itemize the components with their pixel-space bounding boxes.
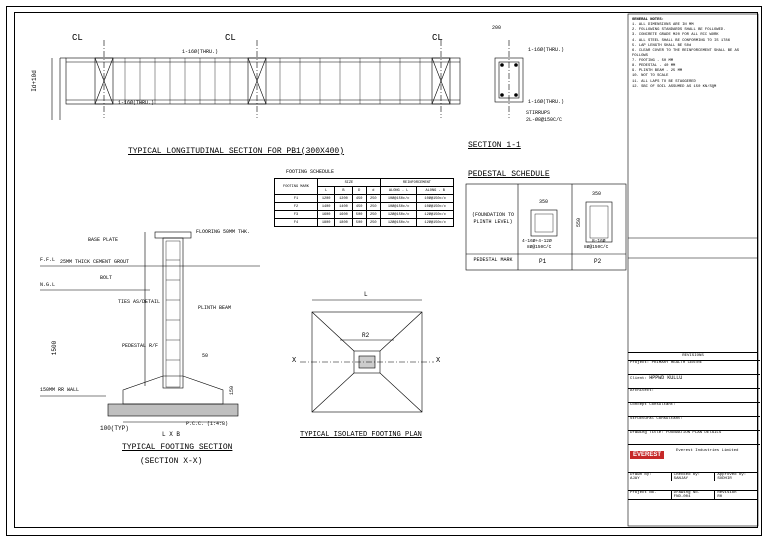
bar-label: 1-16Ø(THRU.) xyxy=(528,47,565,53)
concept-field: Concept Consultant: xyxy=(628,402,760,407)
section-title: SECTION 1-1 xyxy=(468,141,521,150)
fs-header: L xyxy=(316,186,336,195)
note-item: 3. CONCRETE GRADE M20 FOR ALL RCC WORK xyxy=(632,33,719,38)
footing-section-title: TYPICAL FOOTING SECTION xyxy=(122,443,233,452)
note-item: 6. CLEAR COVER TO THE REINFORCEMENT SHAL… xyxy=(632,48,740,58)
structural-field: Structural Consultant: xyxy=(628,416,760,421)
rubble-wall-label: 150MM RR WALL xyxy=(40,387,80,393)
p2-size: 350 xyxy=(592,191,602,197)
section-mark-x: X xyxy=(436,357,441,365)
bar-label: 1-16Ø(THRU.) xyxy=(528,99,565,105)
lxb-label: L X B xyxy=(162,431,181,438)
note-item: 10. NOT TO SCALE xyxy=(632,74,669,79)
long-section-title: TYPICAL LONGITUDINAL SECTION FOR PB1(300… xyxy=(128,147,345,156)
flooring-label: FLOORING 50MM THK. xyxy=(196,229,251,235)
bar-label: 1-16Ø(THRU.) xyxy=(182,49,219,55)
p1-size: 350 xyxy=(539,199,549,205)
plan-dim-r2: R2 xyxy=(362,332,370,339)
ngl-label: N.G.L xyxy=(40,282,56,288)
fs-header: B xyxy=(334,186,353,195)
note-item: 12. SBC OF SOIL ASSUMED AS 150 KN/SQM xyxy=(632,84,717,89)
base-plate-label: BASE PLATE xyxy=(88,237,119,243)
footing-section-subtitle: (SECTION X-X) xyxy=(140,457,203,466)
fs-header: REINFORCEMENT xyxy=(379,178,455,187)
grout-label: 25MM THICK CEMENT GROUT xyxy=(60,259,130,265)
p2-height: 550 xyxy=(576,217,583,228)
stirrups-label: STIRRUPS xyxy=(526,110,551,116)
bolt-label: BOLT xyxy=(100,275,113,281)
plinth-label: PLINTH BEAM xyxy=(198,305,232,311)
drawing-sheet xyxy=(6,6,762,536)
note-item: 4. ALL STEEL SHALL BE CONFORMING TO IS 1… xyxy=(632,38,730,43)
plan-title: TYPICAL ISOLATED FOOTING PLAN xyxy=(300,431,422,439)
p2-ties: 8Ø@150C/C xyxy=(584,245,609,250)
pedestal-title: PEDESTAL SCHEDULE xyxy=(468,170,550,179)
revisions-header: REVISIONS xyxy=(628,352,758,358)
note-item: 9. PLINTH BEAM - 25 MM xyxy=(632,69,683,74)
pcc-label: P.C.C. (1:4:8) xyxy=(186,421,229,427)
client-field: Client: HPPWD KULLU xyxy=(628,374,760,381)
notes-title: GENERAL NOTES: xyxy=(632,18,664,22)
dim-100: 100(TYP) xyxy=(100,425,129,432)
section-mark-x: X xyxy=(292,357,297,365)
stirrups-spec: 2L-Ø8@150C/C xyxy=(526,117,563,123)
drawing-title-field: Drawing Title: FOUNDATION PLAN DETAILS xyxy=(628,430,760,435)
footing-schedule-title: FOOTING SCHEDULE xyxy=(286,169,335,175)
note-item: 1. ALL DIMENSIONS ARE IN MM xyxy=(632,23,694,28)
note-item: 7. FOOTING - 50 MM xyxy=(632,59,674,63)
company-name: Everest Industries Limited xyxy=(676,449,739,453)
plan-dim-l: L xyxy=(364,291,368,298)
note-item: 5. LAP LENGTH SHALL BE 50d xyxy=(632,43,692,48)
lap-length-label: Id+10d xyxy=(30,70,38,92)
pedestal-row-label: (FOUNDATION TO PLINTH LEVEL) xyxy=(471,212,514,225)
note-item: 11. ALL LAPS TO BE STAGGERED xyxy=(632,79,696,84)
drawing-border xyxy=(14,12,758,528)
dim-1500: 1500 xyxy=(51,340,59,356)
p1-ties: 8Ø@150C/C xyxy=(527,245,552,250)
note-item: 8. PEDESTAL - 40 MM xyxy=(632,64,676,69)
section-outline xyxy=(494,57,524,103)
cl-mark: CL xyxy=(225,33,236,43)
fs-header: ALONG - L xyxy=(379,186,418,195)
architect-field: Architect: xyxy=(628,388,760,393)
note-item: 2. FOLLOWING STANDARDS SHALL BE FOLLOWED… xyxy=(632,28,726,33)
cl-mark: CL xyxy=(432,33,443,43)
pedestal-label: PEDESTAL R/F xyxy=(122,343,159,349)
bar-label: 1-16Ø(THRU.) xyxy=(118,100,155,106)
ffl-label: F.F.L xyxy=(40,257,56,263)
fs-header: ALONG - B xyxy=(416,186,454,195)
ties-label: TIES AS/DETAIL xyxy=(118,299,161,305)
pedestal-mark-label: PEDESTAL MARK xyxy=(473,257,513,263)
project-field: Project: PRIMARY HEALTH CENTRE xyxy=(628,360,760,365)
fs-header: D xyxy=(351,186,367,195)
fs-header: FOOTING MARK xyxy=(274,178,318,195)
cl-mark: CL xyxy=(72,33,83,43)
dim-150: 150 xyxy=(229,385,236,396)
fs-header: SIZE xyxy=(316,178,381,187)
dim-200: 200 xyxy=(492,25,502,31)
company-block: EVEREST Everest Industries Limited xyxy=(628,444,760,473)
p2-bars: 8-16Ø xyxy=(592,239,606,244)
approval-row: Drawn by:AJAY Checked by:SANJAY Approved… xyxy=(628,472,758,481)
dim-50: 50 xyxy=(202,353,209,359)
p2-mark: P2 xyxy=(594,258,602,265)
fs-header: d xyxy=(365,186,381,195)
general-notes: GENERAL NOTES: 1. ALL DIMENSIONS ARE IN … xyxy=(632,18,754,90)
everest-logo: EVEREST xyxy=(630,451,665,459)
p1-mark: P1 xyxy=(539,258,547,265)
p1-bars: 4-16Ø+4-12Ø xyxy=(522,239,552,244)
